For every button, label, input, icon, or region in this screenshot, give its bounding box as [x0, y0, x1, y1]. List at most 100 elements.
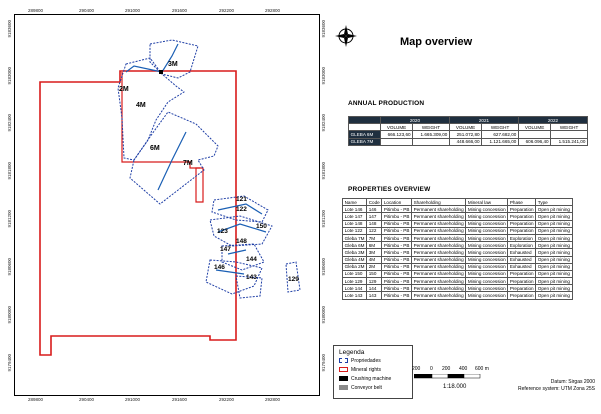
table-cell: Lote 122: [341, 226, 368, 235]
datum-line: Reference system: UTM Zona 25S: [518, 385, 595, 392]
scale-bar: [414, 374, 481, 379]
table-header: 2021: [448, 115, 519, 125]
table-cell: Open pit mining: [535, 277, 573, 286]
table-cell: Lote 143: [341, 291, 368, 300]
table-cell: Permanent shareholding: [410, 262, 467, 271]
table-cell: Permanent shareholding: [410, 219, 467, 228]
table-cell: Permanent shareholding: [410, 248, 467, 257]
table-cell: Preparation: [507, 284, 537, 293]
mineral-rights-inner: [121, 72, 200, 169]
table-cell: Pitimbu - PB: [381, 212, 412, 221]
table-cell: 6M: [366, 241, 383, 250]
conveyor-belt-144: [215, 269, 245, 275]
table-cell: Permanent shareholding: [410, 226, 467, 235]
table-subheader: VOLUME: [517, 123, 552, 132]
scale-ratio: 1:18.000: [443, 384, 467, 390]
gray-square-icon: [339, 385, 348, 391]
datum-line: Datum: Sirgas 2000: [550, 379, 595, 385]
table-cell: Open pit mining: [535, 255, 573, 264]
table-cell: Pitimbu - PB: [381, 269, 412, 279]
table-cell: Lote 129: [341, 277, 368, 286]
table-cell: Exhausted: [507, 262, 537, 271]
properties-overview-title: PROPERTIES OVERVIEW: [348, 186, 431, 193]
table-cell: Gleba 7M: [341, 233, 368, 243]
table-cell: [412, 137, 450, 146]
table-cell: Gleba 2M: [341, 262, 368, 271]
table-cell: Permanent shareholding: [410, 212, 467, 221]
property-129: [285, 261, 301, 293]
table-cell: Open pit mining: [535, 241, 573, 250]
table-cell: Mining concession: [465, 248, 509, 257]
bottom-tick: 292800: [265, 397, 281, 402]
column-header: Phase: [507, 197, 537, 207]
table-cell: 448.666,00: [448, 137, 483, 146]
table-cell: Lote 147: [341, 212, 368, 221]
column-header: Code: [366, 197, 383, 207]
table-cell: Mining concession: [465, 219, 509, 228]
table-header: 2022: [517, 115, 589, 125]
table-cell: Pitimbu - PB: [381, 291, 412, 300]
table-row: Name Code Location Shareholding Mineral …: [341, 197, 573, 207]
table-cell: Pitimbu - PB: [381, 262, 412, 271]
table-cell: Pitimbu - PB: [381, 284, 412, 293]
table-cell: Preparation: [507, 219, 537, 228]
conveyor-belt-2m: [125, 65, 163, 73]
legend-item: Conveyor belt: [339, 385, 382, 391]
property-123-150: [209, 215, 273, 247]
datum-info: Datum: Sirgas 2000 Reference system: UTM…: [510, 379, 595, 392]
table-cell: 666.123,60: [379, 130, 414, 139]
table-cell: Permanent shareholding: [410, 241, 467, 250]
property-121-122: [211, 195, 269, 223]
table-cell: Open pit mining: [535, 226, 573, 235]
property-3m: [149, 39, 199, 79]
table-cell: 251.072,80: [448, 130, 483, 139]
conveyor-belt-6m: [157, 131, 187, 191]
table-cell: 1.665.309,00: [412, 130, 450, 139]
property-label: 7M: [183, 160, 193, 167]
table-cell: Permanent shareholding: [410, 291, 467, 300]
table-cell: [379, 137, 414, 146]
table-cell: Preparation: [507, 277, 537, 286]
table-cell: Pitimbu - PB: [381, 277, 412, 286]
scale-label: 400: [459, 366, 468, 372]
table-cell: Open pit mining: [535, 291, 573, 300]
table-cell: Pitimbu - PB: [381, 219, 412, 228]
row-label: GLEBA 7M: [348, 137, 381, 146]
legend: Legenda Propriedades Mineral rights Crus…: [333, 345, 413, 399]
table-cell: [348, 123, 381, 132]
table-cell: Mining concession: [465, 277, 509, 286]
table-cell: Mining concession: [465, 212, 509, 221]
table-cell: Gleba 4M: [341, 255, 368, 264]
conveyor-belt-3m: [161, 43, 179, 73]
legend-item: Mineral rights: [339, 367, 381, 373]
table-subheader: WEIGHT: [550, 123, 588, 132]
table-cell: Pitimbu - PB: [381, 205, 412, 214]
table-cell: Gleba 6M: [341, 241, 368, 250]
row-label: GLEBA 6M: [348, 130, 381, 139]
top-tick: 290400: [79, 8, 95, 13]
page-title: Map overview: [400, 36, 473, 48]
table-row: 2020 2021 2022: [348, 115, 589, 125]
property-143: [235, 275, 263, 299]
table-cell: Permanent shareholding: [410, 233, 467, 243]
table-cell: Preparation: [507, 205, 537, 214]
conveyor-belt-147: [227, 249, 247, 255]
mineral-rights-boundary: [39, 70, 237, 356]
table-cell: Lote 144: [341, 284, 368, 293]
table-cell: Mining concession: [465, 291, 509, 300]
table-cell: Open pit mining: [535, 262, 573, 271]
table-cell: 1.121.665,00: [481, 137, 519, 146]
table-cell: Gleba 3M: [341, 248, 368, 257]
column-header: Mineral law: [465, 197, 509, 207]
table-cell: Open pit mining: [535, 284, 573, 293]
table-cell: Exhausted: [507, 255, 537, 264]
scale-label: 0: [430, 366, 433, 372]
table-header: 2020: [379, 115, 450, 125]
